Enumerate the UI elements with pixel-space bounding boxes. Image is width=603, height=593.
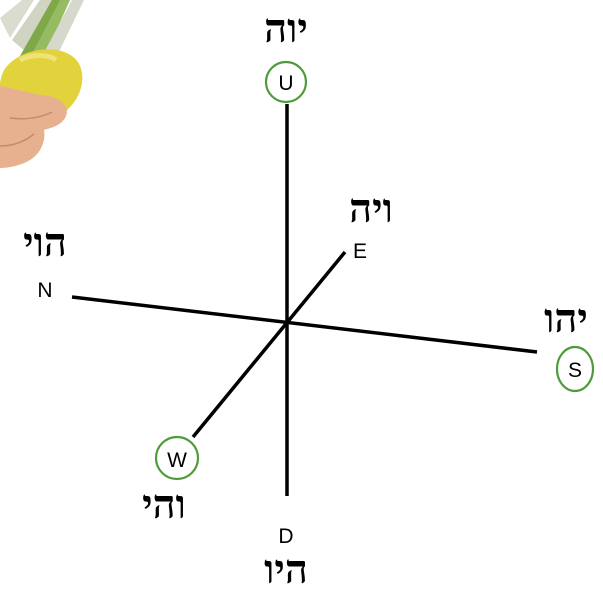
east-letter-label: E [353, 240, 367, 263]
west-letter-label: W [167, 449, 187, 472]
east-name-label: ויה [349, 185, 393, 232]
up-name-label: יוה [264, 5, 308, 52]
north-letter-label: N [37, 279, 52, 302]
lulav-etrog-photo [0, 0, 84, 168]
lulav-fronds [0, 0, 84, 62]
north-south-axis [71, 295, 538, 354]
south-marker-circle [555, 345, 595, 393]
south-letter-label: S [568, 359, 582, 382]
hand [0, 86, 67, 168]
west-name-label: והי [142, 481, 186, 528]
down-name-label: היו [264, 546, 308, 593]
north-name-label: הוי [23, 219, 67, 266]
east-west-axis [191, 250, 347, 439]
down-letter-label: D [278, 525, 293, 548]
south-name-label: יהו [544, 295, 588, 342]
west-marker-circle [154, 435, 200, 481]
up-marker-circle [264, 60, 308, 104]
up-letter-label: U [278, 72, 293, 95]
